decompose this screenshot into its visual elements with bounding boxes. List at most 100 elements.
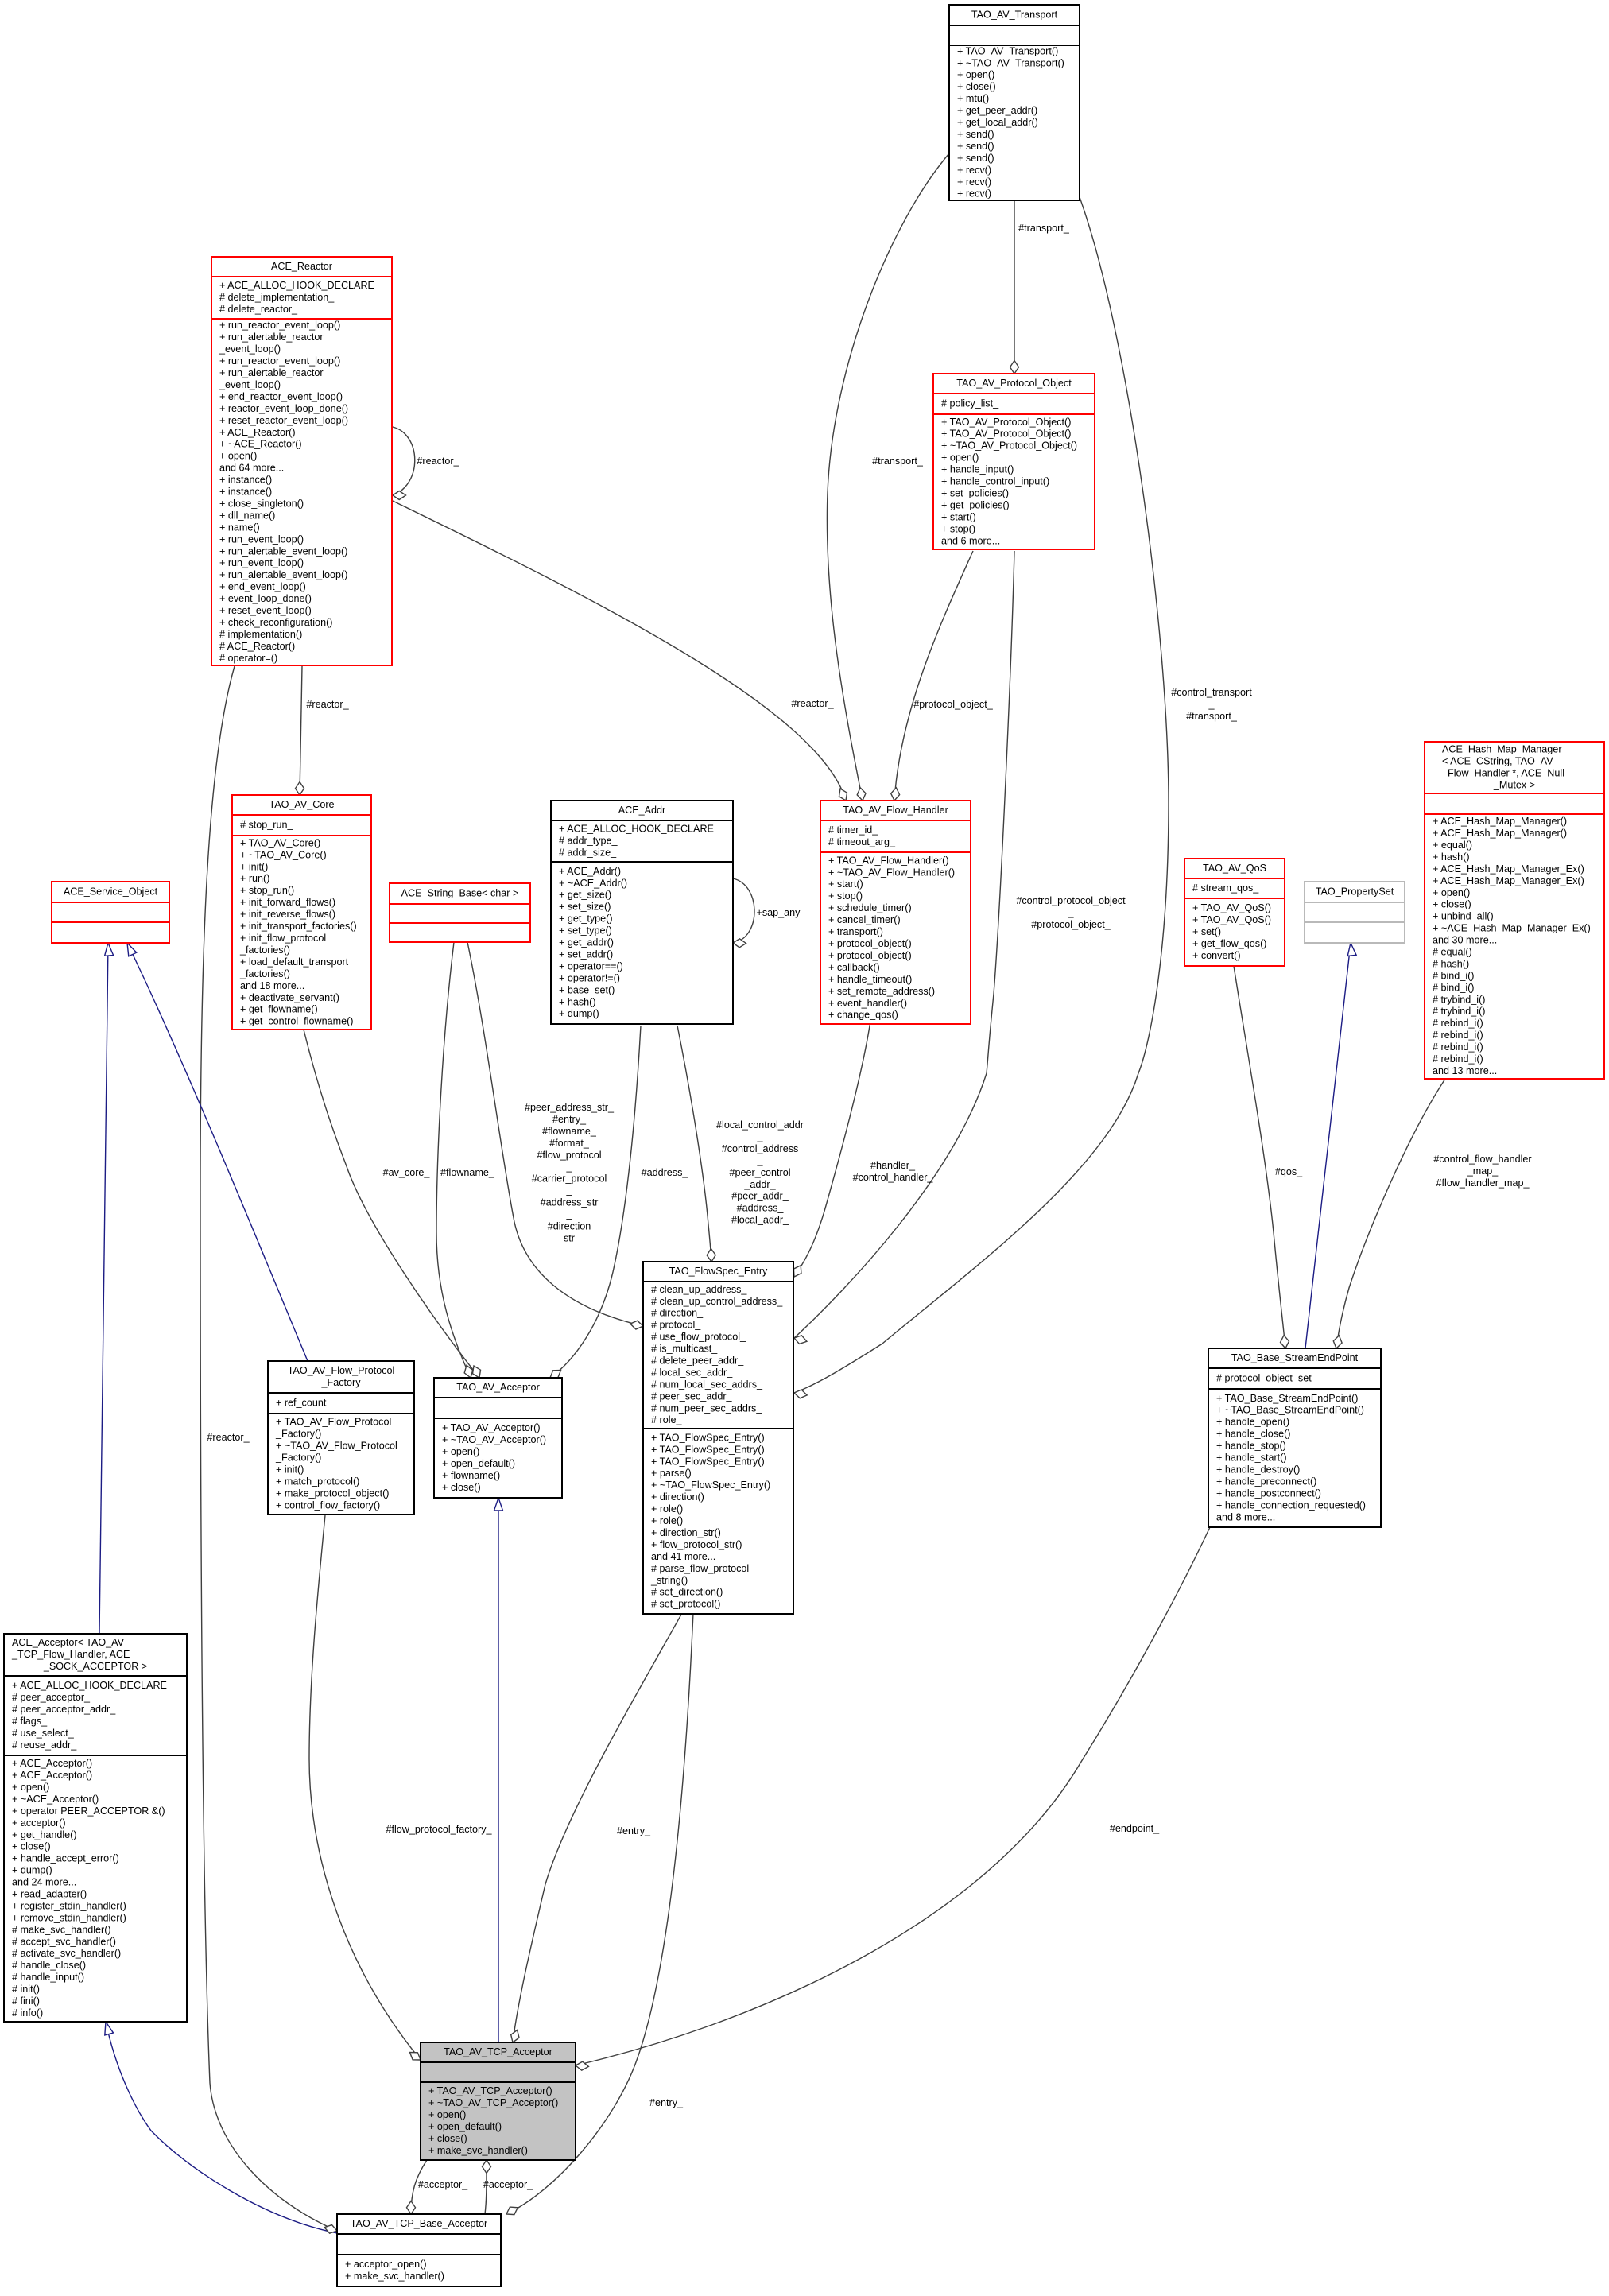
svg-text:#reactor_: #reactor_	[306, 699, 349, 710]
svg-text:_Factory(): _Factory()	[275, 1452, 321, 1464]
svg-text:#acceptor_: #acceptor_	[483, 2179, 533, 2190]
svg-text:+ handle_timeout(): + handle_timeout()	[828, 974, 912, 985]
svg-text:+ open(): + open()	[442, 1446, 479, 1457]
svg-text:#handler_: #handler_	[870, 1160, 916, 1171]
svg-text:+ protocol_object(): + protocol_object()	[828, 938, 912, 949]
svg-text:# clean_up_address_: # clean_up_address_	[651, 1284, 747, 1295]
svg-text:+ parse(): + parse()	[651, 1468, 692, 1479]
svg-text:+ dump(): + dump()	[559, 1008, 599, 1019]
svg-text:+ stop(): + stop()	[828, 890, 863, 902]
svg-text:TAO_AV_Protocol_Object: TAO_AV_Protocol_Object	[956, 378, 1072, 389]
svg-text:+ ~TAO_AV_Protocol_Object(): + ~TAO_AV_Protocol_Object()	[941, 440, 1077, 452]
svg-text:+ role(): + role()	[651, 1503, 683, 1515]
svg-text:# delete_implementation_: # delete_implementation_	[219, 292, 335, 303]
svg-text:+ TAO_AV_Flow_Protocol: + TAO_AV_Flow_Protocol	[276, 1417, 391, 1428]
svg-text:+ instance(): + instance()	[219, 487, 272, 498]
svg-text:# rebind_i(): # rebind_i()	[1433, 1030, 1483, 1041]
svg-text:# delete_reactor_: # delete_reactor_	[219, 304, 298, 315]
svg-text:# role_: # role_	[651, 1414, 683, 1425]
svg-text:+ handle_input(): + handle_input()	[941, 464, 1014, 475]
svg-text:+ operator!=(): + operator!=()	[559, 972, 620, 983]
svg-text:# trybind_i(): # trybind_i()	[1433, 1006, 1486, 1017]
svg-text:TAO_AV_Flow_Protocol: TAO_AV_Flow_Protocol	[288, 1365, 395, 1376]
svg-text:#control_handler_: #control_handler_	[853, 1172, 934, 1183]
svg-text:+ run_alertable_reactor: + run_alertable_reactor	[219, 332, 324, 343]
svg-text:#transport_: #transport_	[1186, 711, 1238, 722]
svg-text:+ stop_run(): + stop_run()	[240, 885, 294, 896]
svg-text:+ read_adapter(): + read_adapter()	[12, 1889, 87, 1900]
svg-text:+ instance(): + instance()	[219, 475, 272, 486]
svg-text:+ ACE_ALLOC_HOOK_DECLARE: + ACE_ALLOC_HOOK_DECLARE	[12, 1680, 167, 1691]
svg-text:+ ~ACE_Acceptor(): + ~ACE_Acceptor()	[12, 1794, 99, 1805]
svg-text:+ recv(): + recv()	[957, 188, 991, 200]
svg-text:TAO_AV_QoS: TAO_AV_QoS	[1203, 863, 1266, 874]
svg-text:# equal(): # equal()	[1433, 947, 1472, 958]
svg-text:+ get_control_flowname(): + get_control_flowname()	[240, 1016, 353, 1027]
svg-text:+ init(): + init()	[240, 861, 268, 872]
svg-text:_addr_: _addr_	[743, 1179, 776, 1190]
svg-text:+ open(): + open()	[957, 69, 994, 80]
svg-text:TAO_AV_Core: TAO_AV_Core	[269, 799, 334, 810]
svg-text:ACE_Reactor: ACE_Reactor	[271, 261, 332, 272]
svg-text:# timer_id_: # timer_id_	[828, 824, 878, 836]
svg-text:+ close(): + close()	[12, 1841, 51, 1852]
svg-text:+ handle_close(): + handle_close()	[1216, 1429, 1290, 1440]
svg-text:ACE_Acceptor< TAO_AV: ACE_Acceptor< TAO_AV	[12, 1637, 125, 1648]
svg-text:+ event_handler(): + event_handler()	[828, 998, 907, 1009]
svg-text:# peer_acceptor_: # peer_acceptor_	[12, 1692, 91, 1703]
svg-text:+ TAO_AV_Core(): + TAO_AV_Core()	[240, 837, 320, 848]
svg-text:+ run_alertable_reactor: + run_alertable_reactor	[219, 367, 324, 378]
svg-text:+ convert(): + convert()	[1192, 950, 1241, 961]
svg-text:#carrier_protocol: #carrier_protocol	[532, 1173, 607, 1185]
svg-text:+ flow_protocol_str(): + flow_protocol_str()	[651, 1539, 742, 1550]
svg-text:# use_select_: # use_select_	[12, 1728, 75, 1739]
svg-text:+ acceptor_open(): + acceptor_open()	[345, 2259, 427, 2270]
svg-text:#flow_protocol_factory_: #flow_protocol_factory_	[386, 1824, 492, 1835]
svg-text:+ run_reactor_event_loop(): + run_reactor_event_loop()	[219, 355, 340, 367]
svg-text:# parse_flow_protocol: # parse_flow_protocol	[651, 1563, 749, 1574]
svg-text:ACE_Service_Object: ACE_Service_Object	[64, 886, 158, 898]
svg-text:+ run_reactor_event_loop(): + run_reactor_event_loop()	[219, 320, 340, 331]
svg-text:+ ~TAO_AV_TCP_Acceptor(): + ~TAO_AV_TCP_Acceptor()	[428, 2097, 558, 2108]
svg-text:+ ACE_Hash_Map_Manager(): + ACE_Hash_Map_Manager()	[1433, 828, 1567, 839]
svg-text:+ set_size(): + set_size()	[559, 902, 611, 913]
svg-text:+ TAO_AV_QoS(): + TAO_AV_QoS()	[1192, 914, 1271, 925]
svg-text:+ role(): + role()	[651, 1515, 683, 1526]
svg-text:+ ACE_Hash_Map_Manager_Ex(): + ACE_Hash_Map_Manager_Ex()	[1433, 863, 1584, 875]
svg-text:#reactor_: #reactor_	[417, 456, 459, 467]
svg-text:# handle_close(): # handle_close()	[12, 1960, 86, 1971]
svg-text:#flow_protocol: #flow_protocol	[537, 1150, 601, 1161]
svg-text:+ open_default(): + open_default()	[428, 2121, 502, 2132]
svg-text:+ direction_str(): + direction_str()	[651, 1527, 721, 1538]
svg-text:# use_flow_protocol_: # use_flow_protocol_	[651, 1332, 746, 1343]
svg-text:+ ~TAO_AV_Core(): + ~TAO_AV_Core()	[240, 849, 327, 860]
svg-text:+ get_flow_qos(): + get_flow_qos()	[1192, 938, 1266, 949]
svg-text:# num_local_sec_addrs_: # num_local_sec_addrs_	[651, 1379, 763, 1390]
svg-text:# rebind_i(): # rebind_i()	[1433, 1053, 1483, 1065]
svg-text:+ hash(): + hash()	[1433, 851, 1470, 863]
svg-text:+ ACE_Hash_Map_Manager(): + ACE_Hash_Map_Manager()	[1433, 816, 1567, 827]
svg-text:+ ACE_Addr(): + ACE_Addr()	[559, 866, 621, 877]
svg-text:+ handle_postconnect(): + handle_postconnect()	[1216, 1487, 1321, 1499]
svg-text:+ recv(): + recv()	[957, 165, 991, 176]
svg-text:# addr_type_: # addr_type_	[559, 836, 618, 847]
svg-text:+ open(): + open()	[1433, 887, 1470, 898]
svg-text:# reuse_addr_: # reuse_addr_	[12, 1739, 77, 1751]
svg-text:and 30 more...: and 30 more...	[1433, 935, 1497, 946]
svg-text:+ send(): + send()	[957, 153, 994, 164]
svg-text:and 18 more...: and 18 more...	[240, 980, 304, 991]
svg-text:+ init(): + init()	[276, 1464, 304, 1476]
svg-text:# info(): # info()	[12, 2007, 43, 2019]
svg-text:#protocol_object_: #protocol_object_	[1031, 919, 1111, 930]
svg-text:+ get_policies(): + get_policies()	[941, 499, 1010, 510]
svg-text:ACE_Hash_Map_Manager: ACE_Hash_Map_Manager	[1442, 744, 1562, 755]
svg-text:#acceptor_: #acceptor_	[418, 2179, 468, 2190]
svg-text:# num_peer_sec_addrs_: # num_peer_sec_addrs_	[651, 1402, 762, 1414]
svg-text:#address_: #address_	[642, 1167, 689, 1178]
svg-text:# protocol_object_set_: # protocol_object_set_	[1216, 1373, 1318, 1384]
svg-text:+ set_addr(): + set_addr()	[559, 949, 613, 960]
svg-text:+ run(): + run()	[240, 873, 269, 884]
svg-text:# fini(): # fini()	[12, 1995, 40, 2007]
svg-text:_TCP_Flow_Handler, ACE: _TCP_Flow_Handler, ACE	[11, 1649, 130, 1660]
svg-text:+ flowname(): + flowname()	[442, 1470, 500, 1481]
